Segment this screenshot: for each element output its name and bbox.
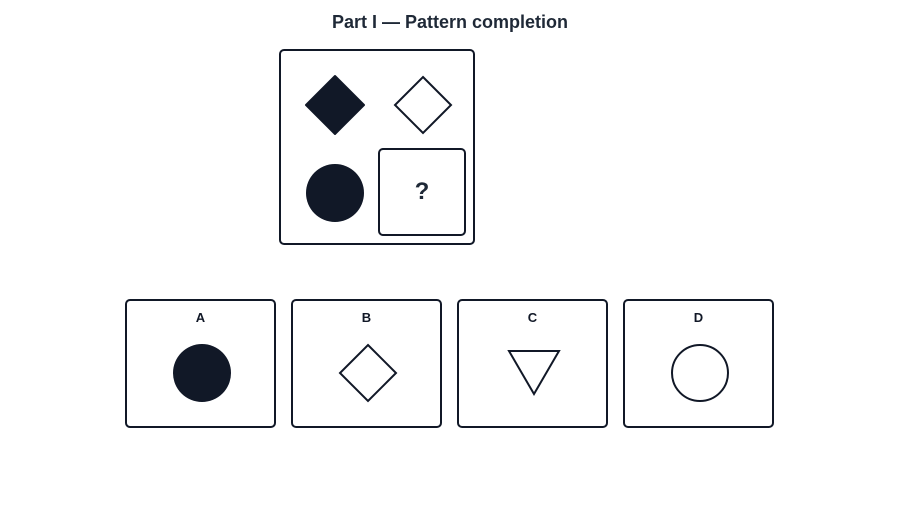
puzzle-grid: ?	[279, 49, 475, 245]
puzzle-cell-1	[291, 61, 379, 149]
circle-filled-icon	[173, 344, 231, 402]
option-c-shape	[502, 341, 566, 405]
triangle-down-outline-icon	[507, 350, 561, 396]
diamond-filled-icon	[305, 75, 365, 135]
option-c-button[interactable]: C	[457, 299, 608, 428]
question-mark: ?	[414, 178, 430, 205]
puzzle-cell-missing: ?	[378, 148, 466, 236]
option-a-label: A	[195, 310, 206, 325]
puzzle-cell-3	[291, 149, 379, 237]
option-a-shape	[170, 341, 234, 405]
diamond-outline-icon	[393, 75, 453, 135]
circle-outline-icon	[671, 344, 729, 402]
option-d-shape	[668, 341, 732, 405]
option-c-label: C	[527, 310, 538, 325]
page-title: Part I — Pattern completion	[331, 12, 569, 32]
diamond-outline-icon	[338, 343, 398, 403]
option-b-label: B	[361, 310, 372, 325]
option-d-button[interactable]: D	[623, 299, 774, 428]
puzzle-cell-2	[379, 61, 467, 149]
option-b-shape	[336, 341, 400, 405]
option-b-button[interactable]: B	[291, 299, 442, 428]
option-d-label: D	[693, 310, 704, 325]
option-a-button[interactable]: A	[125, 299, 276, 428]
circle-filled-icon	[306, 164, 364, 222]
